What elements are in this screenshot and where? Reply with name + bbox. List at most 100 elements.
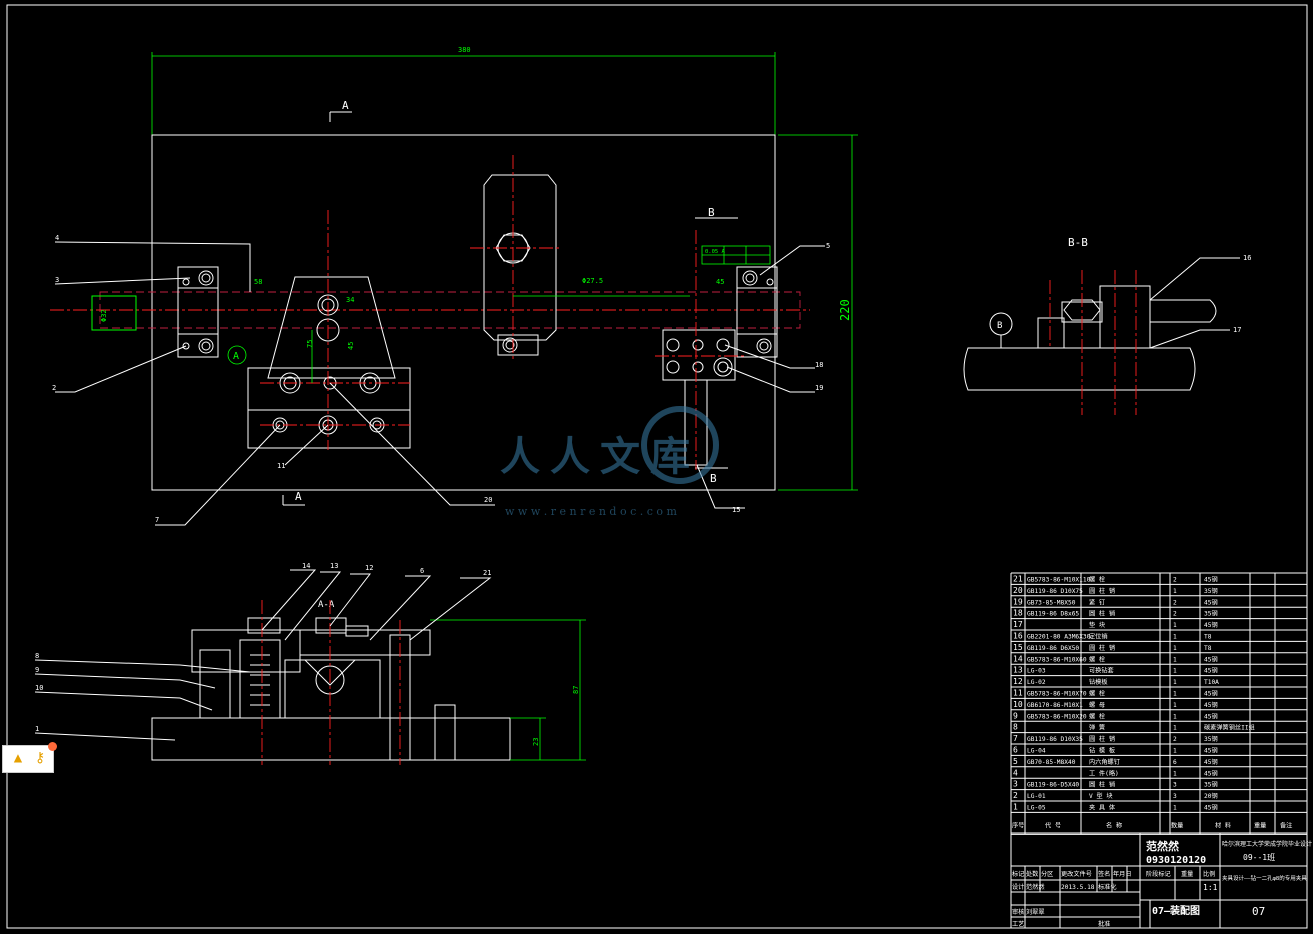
bom-row-name: 垫 块 — [1089, 621, 1105, 629]
title-scale: 1:1 — [1203, 883, 1218, 892]
svg-text:75: 75 — [306, 340, 314, 348]
section-mark-a-top: A — [342, 99, 349, 112]
bom-row-qty: 1 — [1173, 656, 1177, 663]
key-icon[interactable]: ⚷ — [34, 750, 46, 766]
bom-header-no: 序号 — [1012, 821, 1024, 829]
bom-row-material: 45钢 — [1204, 667, 1218, 675]
section-bb-title: B-B — [1068, 236, 1088, 249]
bom-row-qty: 1 — [1173, 770, 1177, 777]
callout-14: 14 — [302, 562, 310, 570]
section-mark-b-bottom: B — [710, 472, 717, 485]
bom-row-code: LG-02 — [1027, 679, 1046, 686]
callout-6: 6 — [420, 567, 424, 575]
bom-header-qty: 数量 — [1171, 821, 1183, 829]
notification-dot — [48, 742, 57, 751]
section-mark-a-bottom: A — [295, 490, 302, 503]
callout-1: 1 — [35, 725, 39, 733]
bom-row-code: GB5783-86-M10X70 — [1027, 691, 1087, 698]
bom-row-material: 45钢 — [1204, 598, 1218, 606]
bom-row-material: 45钢 — [1204, 804, 1218, 812]
bom-row-name: 定位销 — [1089, 633, 1108, 641]
bom-header-name: 名 称 — [1106, 821, 1122, 829]
bom-row-code: LG-01 — [1027, 793, 1046, 800]
svg-text:批准: 批准 — [1098, 920, 1110, 928]
svg-text:比例: 比例 — [1203, 870, 1215, 878]
bom-row-material: T8 — [1204, 645, 1212, 652]
callout-7: 7 — [155, 516, 159, 524]
bom-row-name: 螺 栓 — [1089, 576, 1105, 584]
callout-3: 3 — [55, 276, 59, 284]
callout-15: 15 — [732, 506, 740, 514]
bom-row-qty: 1 — [1173, 645, 1177, 652]
bom-row-no: 3 — [1013, 780, 1018, 789]
svg-text:2013.5.18: 2013.5.18 — [1061, 884, 1095, 891]
bom-row-qty: 1 — [1173, 588, 1177, 595]
bom-row-material: T10A — [1204, 679, 1219, 686]
bom-row-code: GB119-86-D5X40 — [1027, 782, 1079, 789]
bom-row-material: 45钢 — [1204, 712, 1218, 720]
bom-row-no: 17 — [1013, 620, 1023, 629]
callout-12: 12 — [365, 564, 373, 572]
section-bb: B-B B 16 17 — [963, 236, 1251, 415]
callout-10: 10 — [35, 684, 43, 692]
svg-text:Φ27.5: Φ27.5 — [582, 277, 603, 285]
title-sheet: 07 — [1252, 905, 1265, 918]
bom-row-name: 工 件(略) — [1089, 769, 1119, 777]
title-design-title: 夹具设计——钻一二孔φ8的专用夹具 — [1222, 874, 1307, 882]
bom-row-name: 螺 栓 — [1089, 690, 1105, 698]
callout-4: 4 — [55, 234, 59, 242]
floating-toolbox[interactable]: ▲ ⚷ — [2, 742, 57, 773]
watermark-url: w w w . r e n r e n d o c . c o m — [505, 505, 677, 518]
dim-overall-width: 380 — [458, 46, 471, 54]
bom-row-qty: 2 — [1173, 599, 1177, 606]
bom-row-no: 5 — [1013, 757, 1018, 766]
bom-row-material: 35钢 — [1204, 735, 1218, 743]
callout-18: 18 — [815, 361, 823, 369]
bom-header-weight: 重量 — [1254, 821, 1266, 829]
bom-row-code: GB5783-86-M10X60 — [1027, 656, 1087, 663]
svg-text:B: B — [997, 321, 1002, 331]
bom-row-code: GB119-86 D6X50 — [1027, 645, 1079, 652]
bom-row-no: 1 — [1013, 803, 1018, 812]
dim-side-height: 87 — [572, 686, 580, 694]
shirt-icon[interactable]: ▲ — [13, 750, 23, 766]
bom-row-code: LG-05 — [1027, 805, 1046, 812]
callout-5: 5 — [826, 242, 830, 250]
bom-row-no: 14 — [1013, 654, 1023, 663]
bom-row-code: LG-04 — [1027, 748, 1046, 755]
bom-row-no: 16 — [1013, 632, 1023, 641]
bom-row-no: 19 — [1013, 597, 1023, 606]
bom-row-qty: 1 — [1173, 805, 1177, 812]
bom-row-name: 圆 柱 销 — [1089, 735, 1115, 743]
bom-header-note: 备注 — [1280, 821, 1292, 829]
section-aa: A-A 87 23 14 13 12 6 — [34, 562, 586, 765]
bom-row-name: 螺 栓 — [1089, 712, 1105, 720]
bom-row-name: 可换钻套 — [1089, 667, 1114, 675]
section-mark-b-top: B — [708, 206, 715, 219]
bom-row-name: 圆 柱 销 — [1089, 644, 1115, 652]
bom-row-code: GB119-86 D10X75 — [1027, 588, 1083, 595]
bom-row-code: GB5783-86-M10X20 — [1027, 713, 1087, 720]
bom-row-no: 12 — [1013, 677, 1023, 686]
bom-row-qty: 1 — [1173, 668, 1177, 675]
callout-8: 8 — [35, 652, 39, 660]
svg-text:处数: 处数 — [1026, 870, 1039, 878]
bom-row-no: 13 — [1013, 666, 1023, 675]
bom-row-name: 螺 母 — [1089, 701, 1105, 709]
svg-text:更改文件号: 更改文件号 — [1061, 870, 1092, 878]
callout-21: 21 — [483, 569, 491, 577]
bom-row-name: 圆 柱 销 — [1089, 587, 1115, 595]
bom-row-code: GB119-86 D10X35 — [1027, 736, 1083, 743]
dim-base-height: 23 — [532, 738, 540, 746]
bom-row-qty: 1 — [1173, 622, 1177, 629]
bom-row-material: 45钢 — [1204, 621, 1218, 629]
bom-row-qty: 3 — [1173, 782, 1177, 789]
callout-16: 16 — [1243, 254, 1251, 262]
bom-row-code: GB73-85-M8X50 — [1027, 599, 1076, 606]
bom-row-no: 20 — [1013, 586, 1023, 595]
title-author: 范然然 — [1146, 839, 1179, 853]
svg-text:34: 34 — [346, 296, 354, 304]
bom-row-code: GB119-86 D8x65 — [1027, 611, 1079, 618]
bom-row-code: LG-03 — [1027, 668, 1046, 675]
